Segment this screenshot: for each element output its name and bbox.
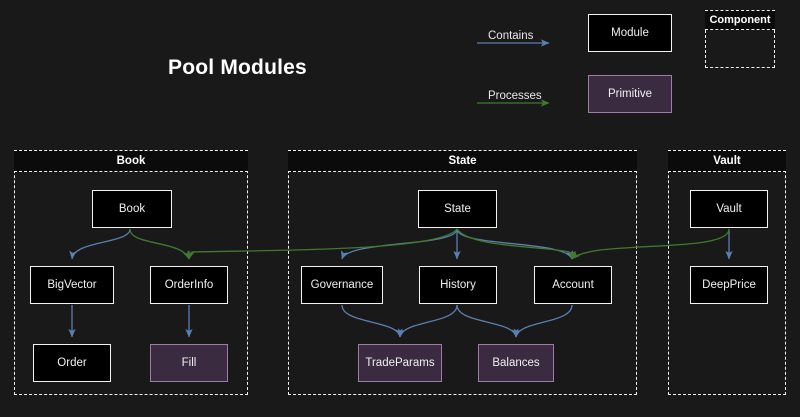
legend-contains-label: Contains xyxy=(488,30,534,42)
cluster-vault-label: Vault xyxy=(668,150,786,172)
node-order[interactable]: Order xyxy=(33,344,111,382)
legend-primitive-sample: Primitive xyxy=(588,75,672,113)
node-balances[interactable]: Balances xyxy=(478,344,554,382)
node-bigvector[interactable]: BigVector xyxy=(30,266,114,304)
node-account[interactable]: Account xyxy=(534,266,612,304)
legend-contains-arrow-icon xyxy=(477,39,550,47)
node-vault[interactable]: Vault xyxy=(690,190,768,228)
node-history[interactable]: History xyxy=(419,266,497,304)
node-tradeparams[interactable]: TradeParams xyxy=(358,344,442,382)
legend-processes-label: Processes xyxy=(488,90,542,102)
legend-processes-arrow-icon xyxy=(477,99,550,107)
node-deepprice[interactable]: DeepPrice xyxy=(690,266,768,304)
legend-module-sample: Module xyxy=(588,14,672,52)
legend-component-label: Component xyxy=(705,10,775,30)
cluster-book-label: Book xyxy=(14,150,248,172)
page-title: Pool Modules xyxy=(168,56,307,79)
node-governance[interactable]: Governance xyxy=(301,266,383,304)
node-orderinfo[interactable]: OrderInfo xyxy=(150,266,228,304)
node-book[interactable]: Book xyxy=(92,190,172,228)
node-state[interactable]: State xyxy=(418,190,497,228)
node-fill[interactable]: Fill xyxy=(150,344,228,382)
cluster-state-label: State xyxy=(288,150,637,172)
